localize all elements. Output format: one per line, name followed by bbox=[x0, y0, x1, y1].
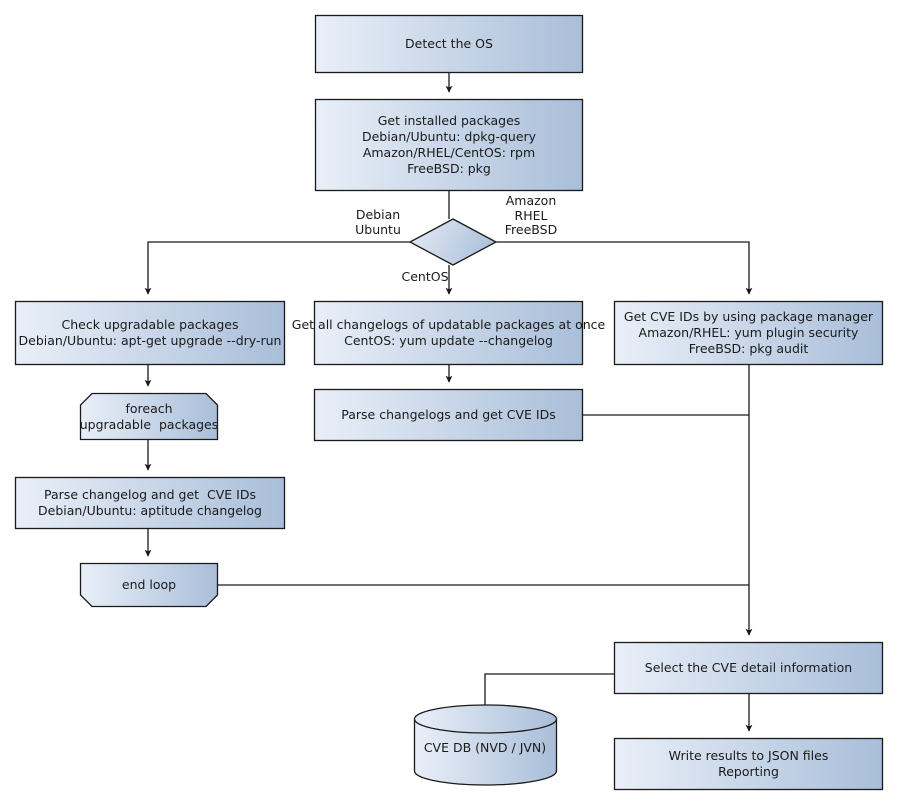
edge-selectcve-to-cvedb bbox=[484, 673, 614, 705]
node-get-installed-packages[interactable] bbox=[314, 98, 584, 192]
edge-decision-left bbox=[144, 241, 410, 295]
node-get-cve-ids-package-manager[interactable] bbox=[613, 300, 884, 366]
node-detect-os[interactable] bbox=[314, 14, 584, 74]
node-parse-changelog-cve-ids[interactable] bbox=[14, 476, 286, 530]
edge-label-branch-amazon-rhel-freebsd: Amazon RHEL FreeBSD bbox=[504, 193, 558, 237]
edge-label-branch-centos: CentOS bbox=[401, 269, 449, 284]
node-os-decision[interactable] bbox=[408, 218, 498, 266]
node-write-results-json[interactable] bbox=[613, 737, 884, 791]
edge-decision-right bbox=[496, 241, 753, 295]
edge-label-branch-debian-ubuntu: Debian Ubuntu bbox=[355, 207, 401, 237]
node-cve-database[interactable] bbox=[413, 704, 558, 786]
edges-layer bbox=[144, 73, 753, 732]
node-select-cve-detail[interactable] bbox=[613, 641, 884, 695]
nodes-layer bbox=[14, 14, 884, 791]
node-end-loop[interactable] bbox=[79, 562, 219, 608]
node-check-upgradable-packages[interactable] bbox=[14, 300, 286, 366]
node-parse-changelogs-cve-ids[interactable] bbox=[313, 388, 584, 442]
node-get-all-changelogs[interactable] bbox=[313, 300, 584, 366]
node-foreach-upgradable-packages[interactable] bbox=[79, 392, 219, 441]
